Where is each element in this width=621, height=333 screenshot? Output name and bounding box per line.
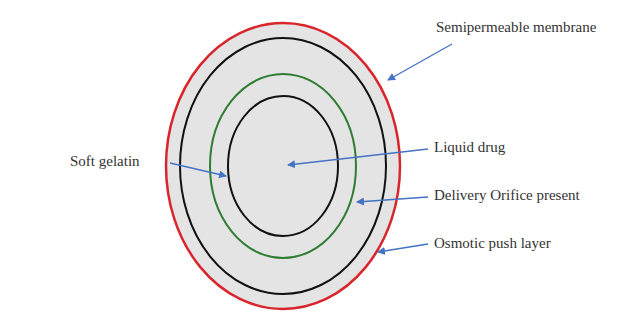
soft-gelatin-shell bbox=[228, 96, 338, 236]
leader-line bbox=[378, 244, 428, 252]
osmotic-push-layer bbox=[180, 38, 386, 294]
leader-line bbox=[388, 44, 452, 80]
semipermeable-membrane bbox=[166, 23, 400, 309]
delivery-orifice-layer bbox=[210, 74, 356, 258]
part-label: Semipermeable membrane bbox=[436, 18, 596, 36]
part-label: Delivery Orifice present bbox=[434, 186, 580, 204]
part-label: Liquid drug bbox=[434, 138, 505, 156]
leader-line bbox=[357, 197, 428, 202]
leader-line bbox=[288, 149, 428, 165]
part-label: Soft gelatin bbox=[70, 152, 140, 170]
part-label: Osmotic push layer bbox=[434, 234, 551, 252]
leader-lines bbox=[170, 44, 452, 252]
leader-line bbox=[170, 163, 226, 176]
